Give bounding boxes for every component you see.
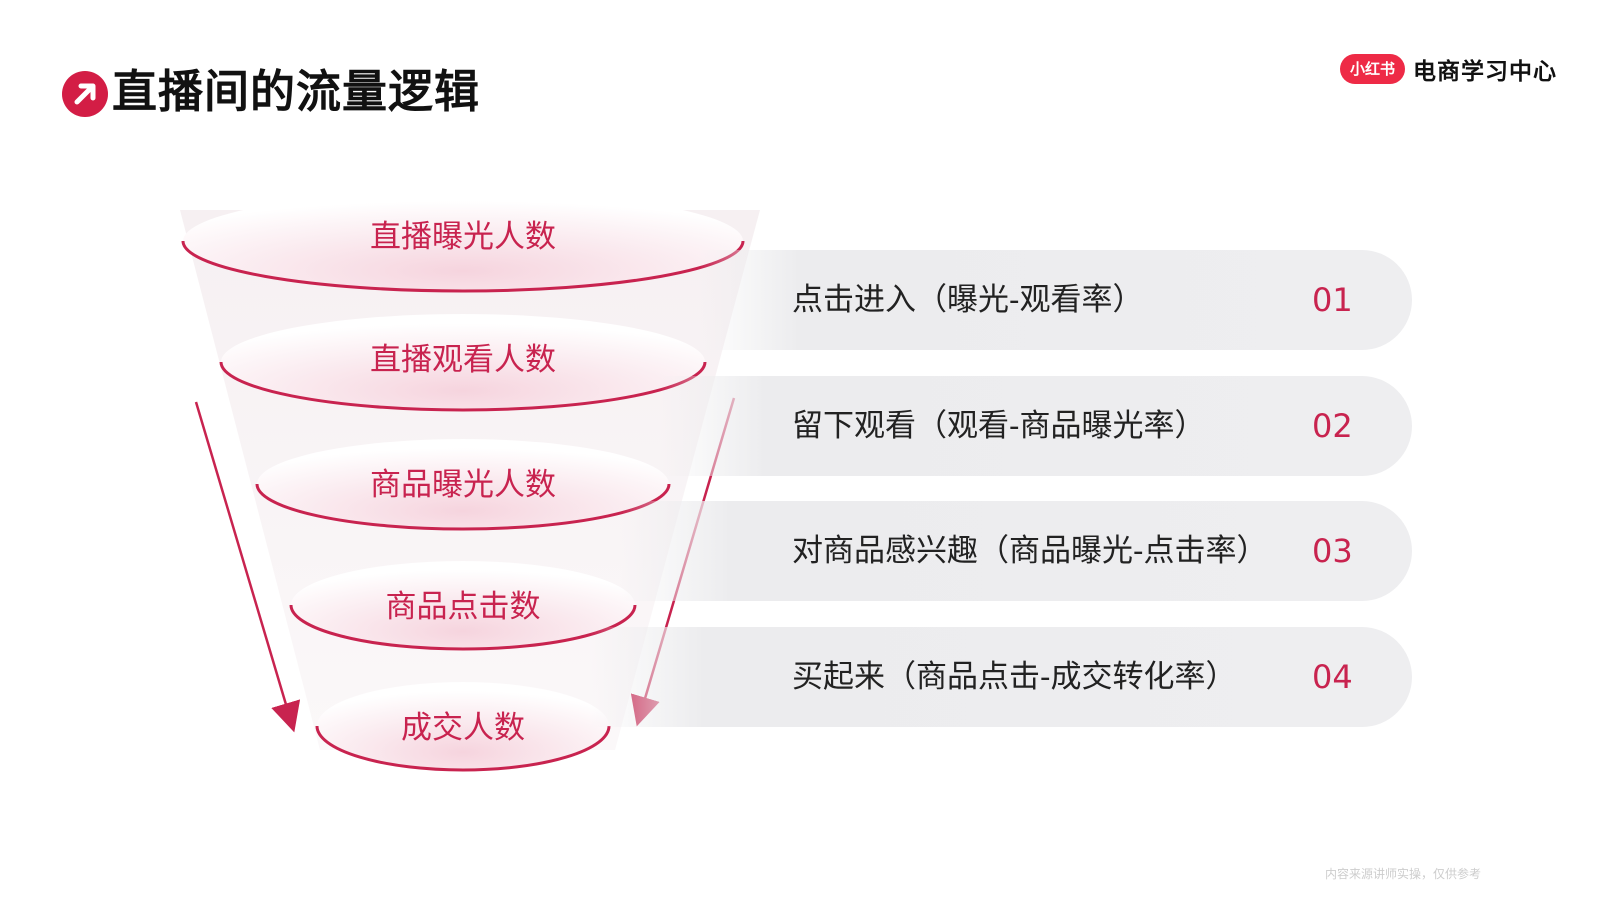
step-row: 对商品感兴趣（商品曝光-点击率） 03 <box>620 501 1412 601</box>
funnel-tier-label: 商品曝光人数 <box>370 467 556 503</box>
arrow-up-right-icon <box>62 71 108 117</box>
left-arrow <box>194 401 301 733</box>
step-label: 买起来（商品点击-成交转化率） <box>792 659 1237 695</box>
funnel-tier-label: 直播曝光人数 <box>370 219 556 255</box>
step-label: 对商品感兴趣（商品曝光-点击率） <box>792 533 1268 569</box>
step-number: 04 <box>1312 658 1353 696</box>
funnel-ring-3 <box>257 439 669 529</box>
page-title: 直播间的流量逻辑 <box>112 65 481 118</box>
step-number: 01 <box>1312 281 1353 319</box>
step-row: 留下观看（观看-商品曝光率） 02 <box>660 376 1412 476</box>
step-label: 留下观看（观看-商品曝光率） <box>792 408 1206 444</box>
brand-logo: 小红书 <box>1340 54 1406 84</box>
brand-name: 电商学习中心 <box>1413 59 1558 85</box>
funnel-ring-1 <box>183 191 743 291</box>
funnel-tier-label: 商品点击数 <box>385 589 541 625</box>
funnel-rim-4 <box>289 604 637 651</box>
step-row: 点击进入（曝光-观看率） 01 <box>700 250 1412 350</box>
funnel-ring-2 <box>221 314 705 410</box>
step-row: 买起来（商品点击-成交转化率） 04 <box>590 627 1412 727</box>
funnel-ring-5 <box>317 682 609 770</box>
footnote: 内容来源讲师实操，仅供参考 <box>1325 867 1482 881</box>
step-number: 02 <box>1312 407 1353 445</box>
step-number: 03 <box>1312 532 1353 570</box>
brand: 小红书 电商学习中心 <box>1340 52 1557 86</box>
funnel-tier-label: 成交人数 <box>401 710 525 746</box>
funnel-ring-4 <box>291 561 635 649</box>
step-label: 点击进入（曝光-观看率） <box>792 282 1144 318</box>
funnel-tier-label: 直播观看人数 <box>370 342 556 378</box>
funnel-rim-5 <box>315 725 611 772</box>
